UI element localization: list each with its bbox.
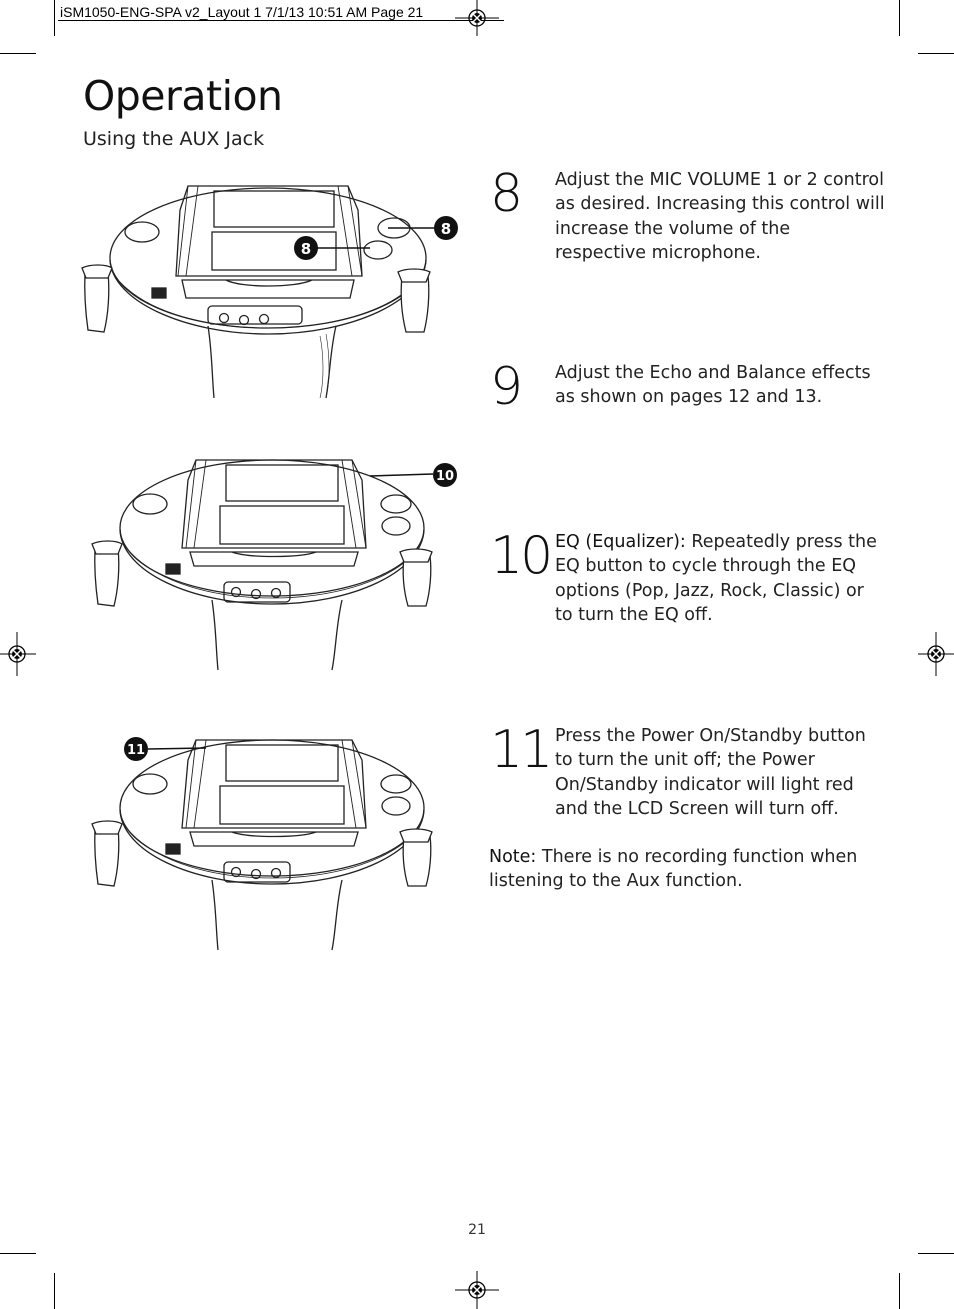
step-number: 9 — [490, 357, 523, 417]
karaoke-unit-illustration-2: 10 — [91, 459, 457, 671]
callout-badge — [294, 236, 318, 260]
callout-badge — [434, 216, 458, 240]
section-subtitle: Using the AUX Jack — [83, 128, 265, 150]
step-body: Adjust the Echo and Balance effects as s… — [555, 363, 871, 408]
page-number: 21 — [468, 1222, 486, 1238]
karaoke-unit-illustration-3: 11 — [91, 737, 433, 951]
step-text: Adjust the MIC VOLUME 1 or 2 control as … — [555, 168, 885, 265]
crop-mark-bl-v — [54, 1273, 55, 1309]
callout-badge — [124, 737, 148, 761]
step-text: Press the Power On/Standby button to tur… — [555, 724, 885, 821]
step-lead: EQ (Equalizer): — [555, 532, 686, 552]
step-body: Repeatedly press the EQ button to cycle … — [555, 532, 877, 625]
karaoke-unit-illustration-1: 8 8 — [81, 185, 458, 399]
crop-mark-bl-h — [0, 1253, 36, 1254]
callout-label: 10 — [436, 469, 454, 484]
step-text: EQ (Equalizer): Repeatedly press the EQ … — [555, 530, 885, 627]
registration-mark-left-icon — [0, 632, 36, 676]
callout-label: 11 — [127, 743, 145, 758]
callout-badge — [433, 463, 457, 487]
registration-mark-right-icon — [918, 632, 954, 676]
note-label: Note: — [489, 847, 537, 867]
print-slug: iSM1050-ENG-SPA v2_Layout 1 7/1/13 10:51… — [60, 4, 424, 20]
crop-mark-tl-v — [54, 0, 55, 36]
registration-mark-bottom-icon — [455, 1271, 499, 1309]
step-number: 8 — [490, 164, 523, 224]
note-text: There is no recording function when list… — [489, 847, 858, 892]
registration-mark-top-icon — [455, 0, 499, 36]
crop-mark-tr-h — [918, 53, 954, 54]
crop-mark-br-h — [918, 1253, 954, 1254]
crop-mark-br-v — [899, 1273, 900, 1309]
step-text: Adjust the Echo and Balance effects as s… — [555, 361, 885, 410]
step-body: Press the Power On/Standby button to tur… — [555, 726, 866, 819]
step-number: 11 — [490, 720, 553, 780]
slug-rule — [58, 20, 504, 21]
page-title: Operation — [83, 72, 283, 120]
crop-mark-tl-h — [0, 53, 36, 54]
callout-label: 8 — [301, 240, 311, 258]
note: Note: There is no recording function whe… — [489, 845, 869, 894]
step-body: Adjust the MIC VOLUME 1 or 2 control as … — [555, 170, 885, 263]
callout-label: 8 — [441, 220, 451, 238]
step-number: 10 — [490, 526, 553, 586]
crop-mark-tr-v — [899, 0, 900, 36]
